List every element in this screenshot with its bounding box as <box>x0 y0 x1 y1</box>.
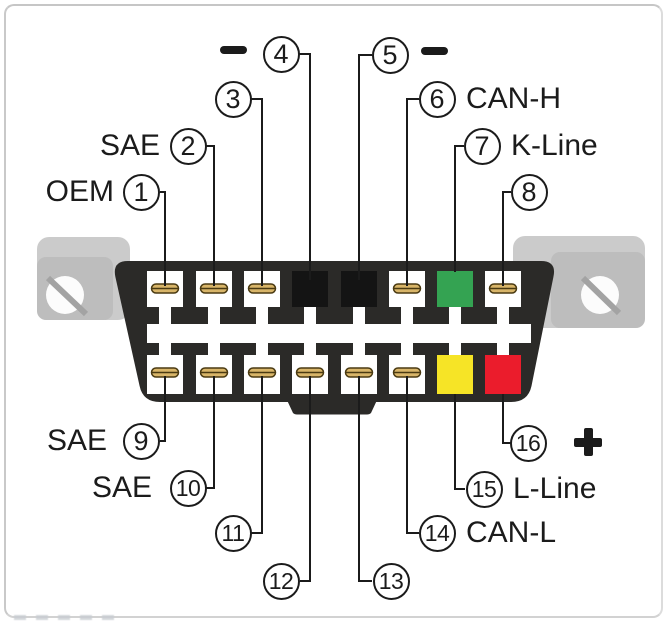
pin-14-number-circle: 14 <box>418 514 456 552</box>
pin-6-number-circle: 6 <box>418 80 456 118</box>
pin-5-minus-symbol-icon <box>421 47 448 55</box>
pin-3-number-circle: 3 <box>214 80 252 118</box>
pin-2-label: SAE <box>99 129 160 162</box>
pin-1-leader-line <box>160 191 166 286</box>
pin-16-plus-symbol-icon <box>574 428 602 456</box>
right-screw-slot <box>580 275 622 316</box>
pin-14-number: 14 <box>424 519 450 546</box>
pin-9-leader-line <box>160 376 166 442</box>
pin-11-number: 11 <box>221 519 245 546</box>
pin-14-label: CAN-L <box>466 516 557 549</box>
pin-7-number: 7 <box>474 130 490 161</box>
pin-7-label: K-Line <box>511 129 598 162</box>
pin-10-number-circle: 10 <box>169 469 207 507</box>
pin-16-number: 16 <box>515 429 541 456</box>
pin-15-number-circle: 15 <box>465 470 503 508</box>
plus-vertical-bar <box>583 428 593 456</box>
pin-6-number: 6 <box>429 83 445 114</box>
pin-15-label: L-Line <box>513 472 597 505</box>
pin-7-leader-line <box>454 145 464 272</box>
pin-7-slot-green <box>437 271 473 307</box>
pin-9-number: 9 <box>133 425 149 456</box>
pin-2-number: 2 <box>180 130 196 161</box>
pin-10-label: SAE <box>91 471 152 504</box>
pin-8-number: 8 <box>521 176 537 207</box>
gold-contact-outlines <box>150 283 518 378</box>
connector-bottom-tab <box>286 398 378 415</box>
pin-9-label: SAE <box>46 424 107 457</box>
pin-13-number: 13 <box>378 567 404 594</box>
pin-10-leader-line <box>206 376 215 489</box>
pin-5-number-circle: 5 <box>371 36 409 74</box>
leader-lines <box>160 53 511 582</box>
pin-12-leader-line <box>300 376 311 582</box>
pin-4-minus-symbol-icon <box>220 46 247 54</box>
pin-16-number-circle: 16 <box>509 424 547 462</box>
pin-9-number-circle: 9 <box>122 422 160 460</box>
pin-4-leader-line <box>299 53 311 280</box>
pin-15-number: 15 <box>471 475 497 502</box>
pin-13-number-circle: 13 <box>372 562 410 600</box>
pin-2-number-circle: 2 <box>169 127 207 165</box>
pin-1-number: 1 <box>133 176 149 207</box>
left-screw-slot <box>45 275 89 317</box>
pin-12-number-circle: 12 <box>262 562 300 600</box>
center-channel <box>147 324 531 343</box>
pin-4-number: 4 <box>273 38 289 69</box>
pin-6-leader-line <box>406 98 419 286</box>
pin-11-leader-line <box>251 376 263 534</box>
pin-1-number-circle: 1 <box>122 173 160 211</box>
pin-1-label: OEM <box>45 175 114 208</box>
pin-15-slot-yellow <box>437 355 473 394</box>
gold-contact-midlines <box>151 287 517 374</box>
pin-10-number: 10 <box>175 474 201 501</box>
pin-16-leader-line <box>502 394 511 444</box>
pin-7-number-circle: 7 <box>463 127 501 165</box>
pin-8-leader-line <box>502 191 511 286</box>
pin-5-leader-line <box>358 54 372 280</box>
watermark <box>14 615 118 620</box>
pin-5-number: 5 <box>382 39 398 70</box>
gold-contact-pins <box>150 283 518 378</box>
pin-3-leader-line <box>251 98 263 286</box>
pin-14-leader-line <box>406 376 419 534</box>
pin-6-label: CAN-H <box>466 82 561 115</box>
pin-8-number-circle: 8 <box>510 173 548 211</box>
pin-12-number: 12 <box>268 567 294 594</box>
pin-4-number-circle: 4 <box>262 35 300 73</box>
pin-2-leader-line <box>206 145 215 286</box>
pin-15-leader-line <box>454 394 465 490</box>
pin-13-leader-line <box>358 376 372 582</box>
left-mounting-bracket <box>37 237 130 320</box>
pin-16-slot-red <box>485 355 521 394</box>
pin-11-number-circle: 11 <box>214 514 252 552</box>
pin-3-number: 3 <box>225 83 241 114</box>
